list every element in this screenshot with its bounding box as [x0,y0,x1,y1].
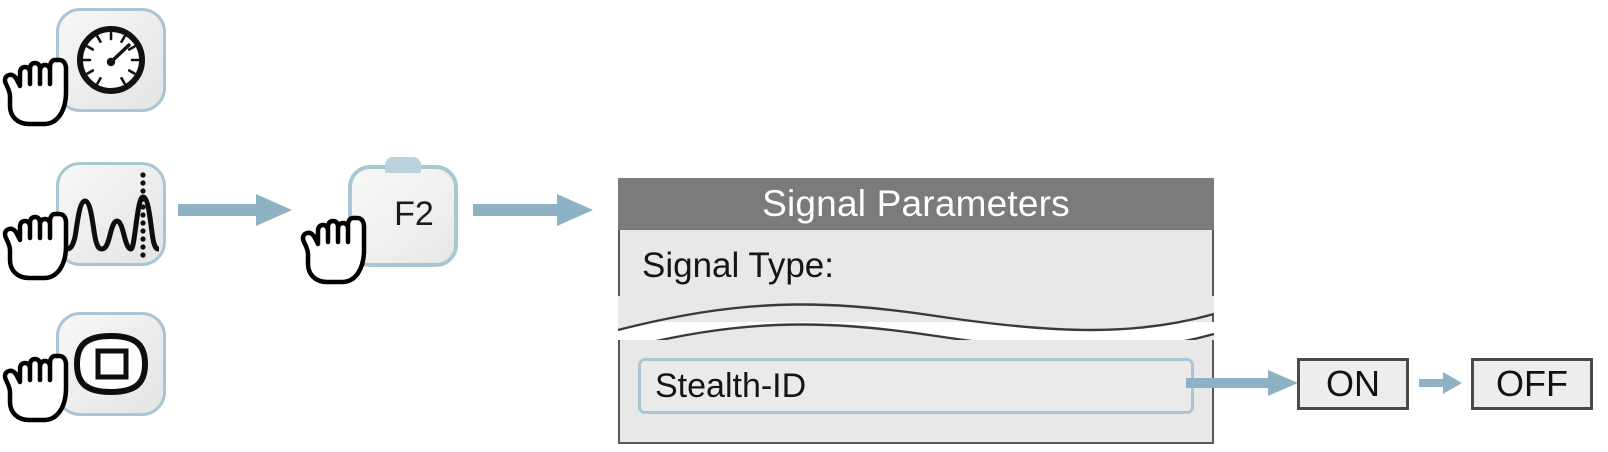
dialog-title-bar: Signal Parameters [618,178,1214,230]
signal-type-value: Stealth-ID [655,366,807,405]
display-tile[interactable] [56,312,166,416]
arrow-icon-3 [1186,369,1300,397]
gauge-tile[interactable] [56,8,166,112]
display-icon [59,315,163,413]
toggle-state-off[interactable]: OFF [1471,358,1593,410]
signal-type-combobox[interactable]: Stealth-ID [638,358,1194,414]
key-tab [385,157,421,173]
spectrum-icon [59,165,163,263]
signal-type-label: Signal Type: [642,246,834,285]
arrow-icon-2 [473,192,595,228]
marker-line [140,172,146,258]
page-title: Signal Parameters [762,183,1070,224]
function-key-label: F2 [394,194,434,233]
dialog-panel-lower: Stealth-ID [618,340,1214,444]
toggle-off-label: OFF [1496,363,1568,404]
arrow-icon-4 [1419,371,1463,395]
arrow-icon-1 [178,192,294,228]
toggle-on-label: ON [1326,363,1380,404]
toggle-state-on[interactable]: ON [1297,358,1409,410]
function-key-f2[interactable]: F2 [348,157,458,267]
spectrum-tile[interactable] [56,162,166,266]
gauge-icon [59,11,163,109]
